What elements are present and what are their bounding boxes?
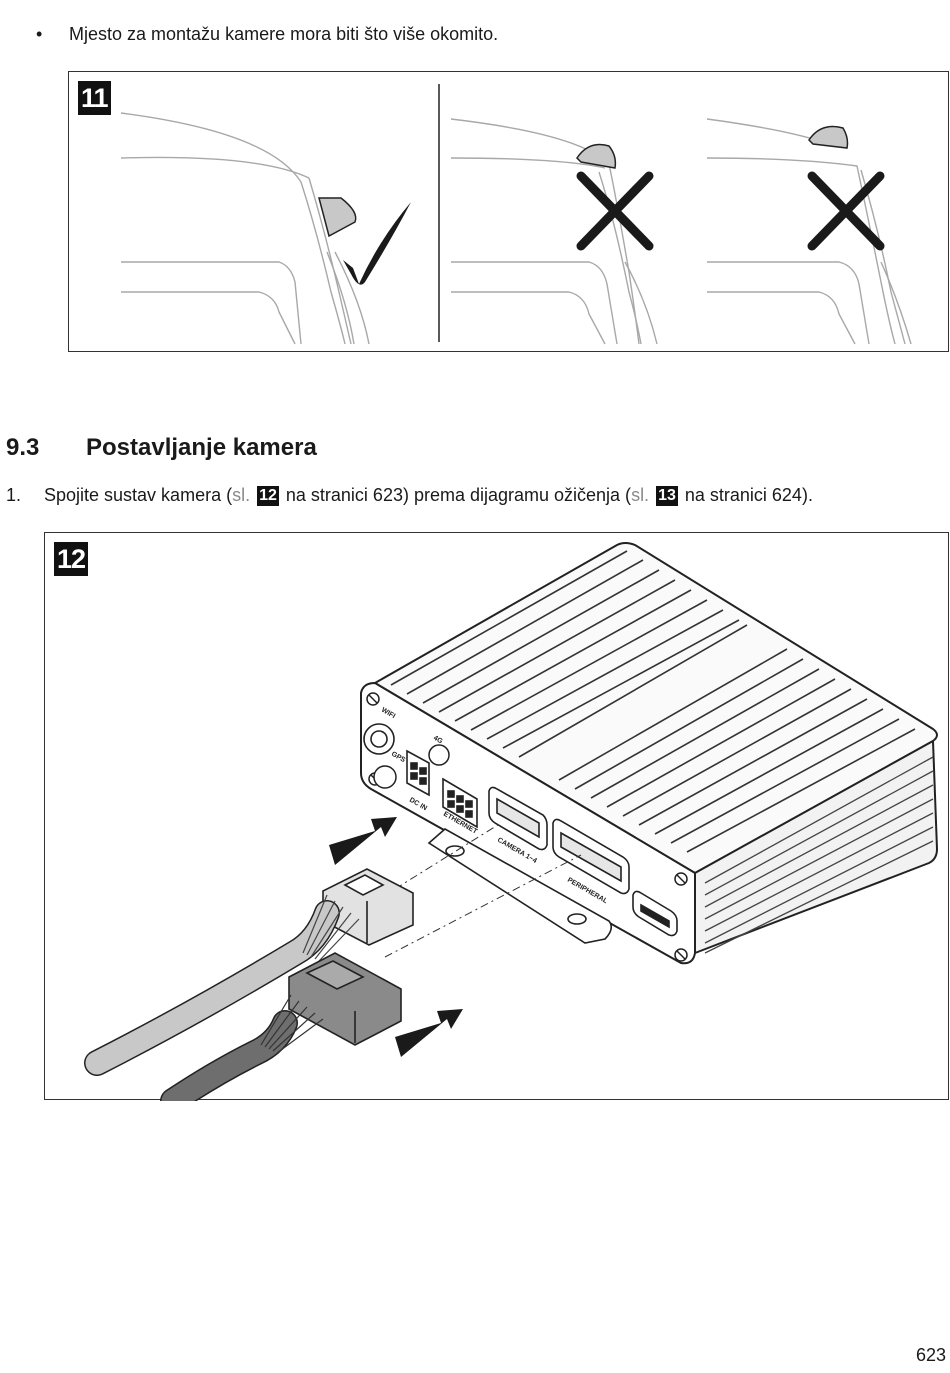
camera-dome-icon	[808, 125, 849, 149]
panel-wrong-1	[450, 118, 658, 345]
camera-dome-icon	[576, 143, 617, 169]
alignment-guides	[384, 822, 582, 958]
figure-number-badge: 11	[78, 81, 111, 115]
section-title: Postavljanje kamera	[86, 434, 317, 461]
camera-port	[488, 786, 548, 851]
label-4g: 4G	[432, 735, 444, 746]
peripheral-cable	[160, 994, 324, 1101]
figure-number-badge: 12	[54, 542, 89, 576]
side-fins	[704, 756, 934, 954]
step-text-part: Spojite sustav kamera (	[44, 485, 233, 505]
panel-wrong-2	[706, 118, 912, 345]
cross-icon	[576, 171, 654, 251]
step-text-part: na stranici 623) prema dijagramu ožičenj…	[280, 485, 632, 505]
camera-dome-icon	[318, 197, 357, 238]
ethernet-port	[442, 777, 478, 829]
section-number: 9.3	[6, 434, 40, 461]
figure-reference-prefix: sl.	[232, 485, 251, 505]
camera-cable	[84, 894, 360, 1076]
bullet-text: Mjesto za montažu kamere mora biti što v…	[69, 24, 499, 44]
video-output-port	[632, 890, 678, 937]
peripheral-port	[552, 818, 630, 895]
gps-port	[373, 765, 397, 789]
heat-sink-fins	[390, 550, 916, 853]
arrow-icon	[329, 817, 463, 1057]
peripheral-cable-plug	[288, 952, 402, 1046]
figure-reference-badge[interactable]: 13	[656, 486, 678, 506]
panel-correct	[120, 112, 370, 345]
bullet-marker: •	[36, 24, 43, 44]
camera-cable-plug	[322, 868, 414, 946]
camera-mounting-illustration	[120, 84, 912, 345]
figure-reference-prefix: sl.	[631, 485, 650, 505]
dc-in-port	[406, 749, 430, 797]
step-text: Spojite sustav kamera (sl. 12 na stranic…	[44, 485, 813, 506]
page-number: 623	[915, 1345, 946, 1365]
camera-system-connection-illustration: WIFI 4G GPS DC IN ETHERNET CAMERA 1~4 PE…	[84, 542, 938, 1101]
figure-12: WIFI 4G GPS DC IN ETHERNET CAMERA 1~4 PE…	[44, 532, 949, 1101]
cross-icon	[807, 171, 885, 251]
wifi-antenna-connector	[363, 723, 395, 755]
step-number: 1.	[6, 485, 22, 505]
4g-port	[428, 744, 450, 766]
step-text-part: na stranici 624).	[679, 485, 813, 505]
figure-11: 11	[68, 71, 949, 352]
figure-reference-badge[interactable]: 12	[257, 486, 279, 506]
